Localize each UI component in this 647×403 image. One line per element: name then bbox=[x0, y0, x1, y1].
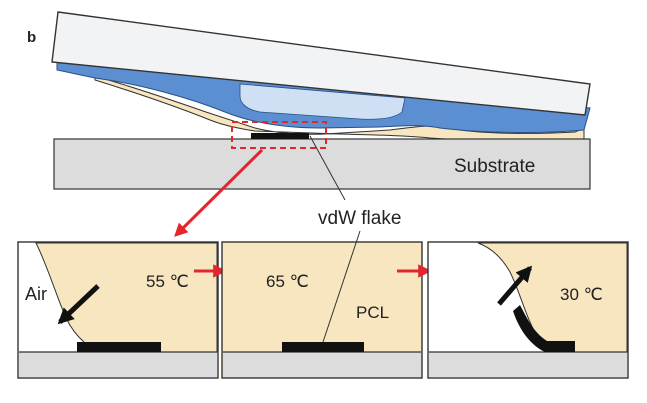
substrate-strip-2 bbox=[223, 352, 421, 377]
stage-panel-1: Air 55 ℃ bbox=[17, 241, 219, 379]
retract-arrow-1 bbox=[57, 284, 100, 325]
flake-2 bbox=[282, 342, 364, 352]
retract-arrow-3 bbox=[497, 265, 533, 306]
stamp-assembly bbox=[51, 11, 591, 142]
zoom-arrow bbox=[174, 148, 264, 237]
panel-label: b bbox=[27, 29, 36, 46]
substrate-label: Substrate bbox=[454, 156, 535, 177]
substrate-strip-3 bbox=[429, 352, 627, 377]
stage-1-temperature: 55 ℃ bbox=[146, 272, 189, 291]
stage-panel-3: 30 ℃ bbox=[427, 241, 629, 379]
flake-label: vdW flake bbox=[318, 208, 401, 229]
stage-2-temperature: 65 ℃ bbox=[266, 272, 309, 291]
flake-3-lifted bbox=[513, 305, 575, 352]
flake-leader-bottom bbox=[322, 230, 361, 343]
flake-1 bbox=[77, 342, 161, 352]
pdms-lens bbox=[239, 83, 406, 120]
pcl-label: PCL bbox=[356, 303, 389, 322]
stage-panel-2: 65 ℃ PCL bbox=[221, 230, 423, 379]
vdw-flake-top bbox=[251, 133, 309, 139]
glass-slide bbox=[51, 11, 591, 116]
stage-3-temperature: 30 ℃ bbox=[560, 285, 603, 304]
air-label: Air bbox=[25, 284, 47, 304]
substrate-strip-1 bbox=[19, 352, 217, 377]
flake-leader-top bbox=[309, 135, 346, 201]
